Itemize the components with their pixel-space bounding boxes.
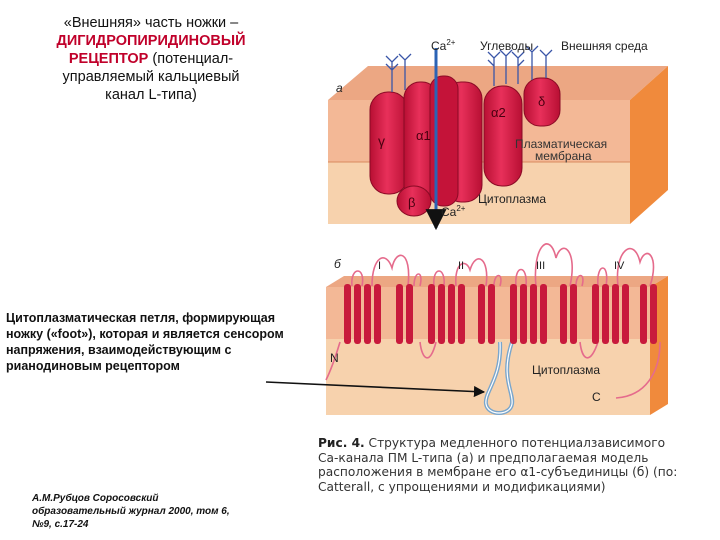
domain-I-label: I bbox=[378, 260, 381, 272]
transmembrane-domains bbox=[344, 284, 657, 344]
cytoplasm-label-b: Цитоплазма bbox=[532, 363, 600, 377]
panel-b-letter: б bbox=[334, 257, 342, 271]
foot-loop-annotation: Цитоплазматическая петля, формирующая но… bbox=[6, 311, 284, 373]
domain-II-helices bbox=[428, 284, 495, 344]
title-line-3-rest: (потенциал- bbox=[148, 51, 234, 67]
b-cytoplasm bbox=[326, 339, 650, 415]
domain-I-helices bbox=[344, 284, 413, 344]
carbohydrates-label: Углеводы bbox=[480, 39, 533, 53]
carbohydrate-chains bbox=[385, 45, 553, 92]
title-line-5: канал L-типа) bbox=[105, 87, 197, 103]
slide-title: «Внешняя» часть ножки – ДИГИДРОПИРИДИНОВ… bbox=[2, 14, 300, 104]
outer-env-label: Внешняя среда bbox=[561, 39, 648, 53]
caption-label: Рис. 4. bbox=[318, 436, 365, 450]
subunit-beta bbox=[396, 185, 432, 217]
cytoplasmic-loops bbox=[325, 341, 661, 399]
n-terminus-label: N bbox=[330, 351, 339, 365]
delta-label: δ bbox=[538, 94, 545, 109]
membrane-side-face bbox=[630, 66, 668, 224]
domain-III-label: III bbox=[536, 260, 545, 272]
domain-III-helices bbox=[510, 284, 577, 344]
membrane-label-1: Плазматическая bbox=[515, 137, 607, 151]
alpha1-label: α1 bbox=[416, 128, 431, 143]
title-line-4: управляемый кальциевый bbox=[62, 69, 240, 85]
caption-text: Структура медленного потенциалзависимого… bbox=[318, 436, 678, 494]
subunit-delta bbox=[523, 77, 561, 127]
subunit-alpha2 bbox=[483, 85, 523, 187]
title-line-1: «Внешняя» часть ножки – bbox=[63, 15, 239, 31]
figure-caption: Рис. 4. Структура медленного потенциалза… bbox=[318, 436, 678, 494]
panel-a-letter: а bbox=[336, 81, 343, 95]
c-terminus-label: C bbox=[592, 390, 601, 404]
subunit-alpha1-back bbox=[429, 75, 459, 207]
source-credit: А.М.Рубцов Соросовский образовательный ж… bbox=[32, 493, 230, 530]
title-line-2: ДИГИДРОПИРИДИНОВЫЙ bbox=[56, 33, 246, 49]
gamma-label: γ bbox=[378, 133, 385, 149]
annotation-arrow bbox=[265, 381, 486, 398]
panel-b: б I II III IV N C Цитоплазма bbox=[325, 243, 668, 415]
subunit-gamma bbox=[369, 91, 409, 195]
extracellular-loops bbox=[351, 243, 655, 287]
domain-IV-label: IV bbox=[614, 260, 625, 272]
domain-II-label: II bbox=[458, 260, 464, 272]
ca-top-label: Ca2+ bbox=[431, 38, 456, 53]
ca-bottom-label: Ca2+ bbox=[441, 204, 466, 219]
foot-loop-highlight bbox=[485, 341, 513, 414]
panel-a: а Ca2+ Углеводы Внешняя среда Плазматиче… bbox=[328, 38, 668, 231]
title-receptor: РЕЦЕПТОР bbox=[68, 51, 149, 67]
domain-IV-helices bbox=[592, 284, 657, 344]
alpha2-label: α2 bbox=[491, 105, 506, 120]
title-line-3: РЕЦЕПТОР (потенциал- bbox=[2, 50, 300, 68]
cytoplasm-label-a: Цитоплазма bbox=[478, 192, 546, 206]
membrane-label-2: мембрана bbox=[535, 149, 592, 163]
beta-label: β bbox=[408, 195, 415, 210]
